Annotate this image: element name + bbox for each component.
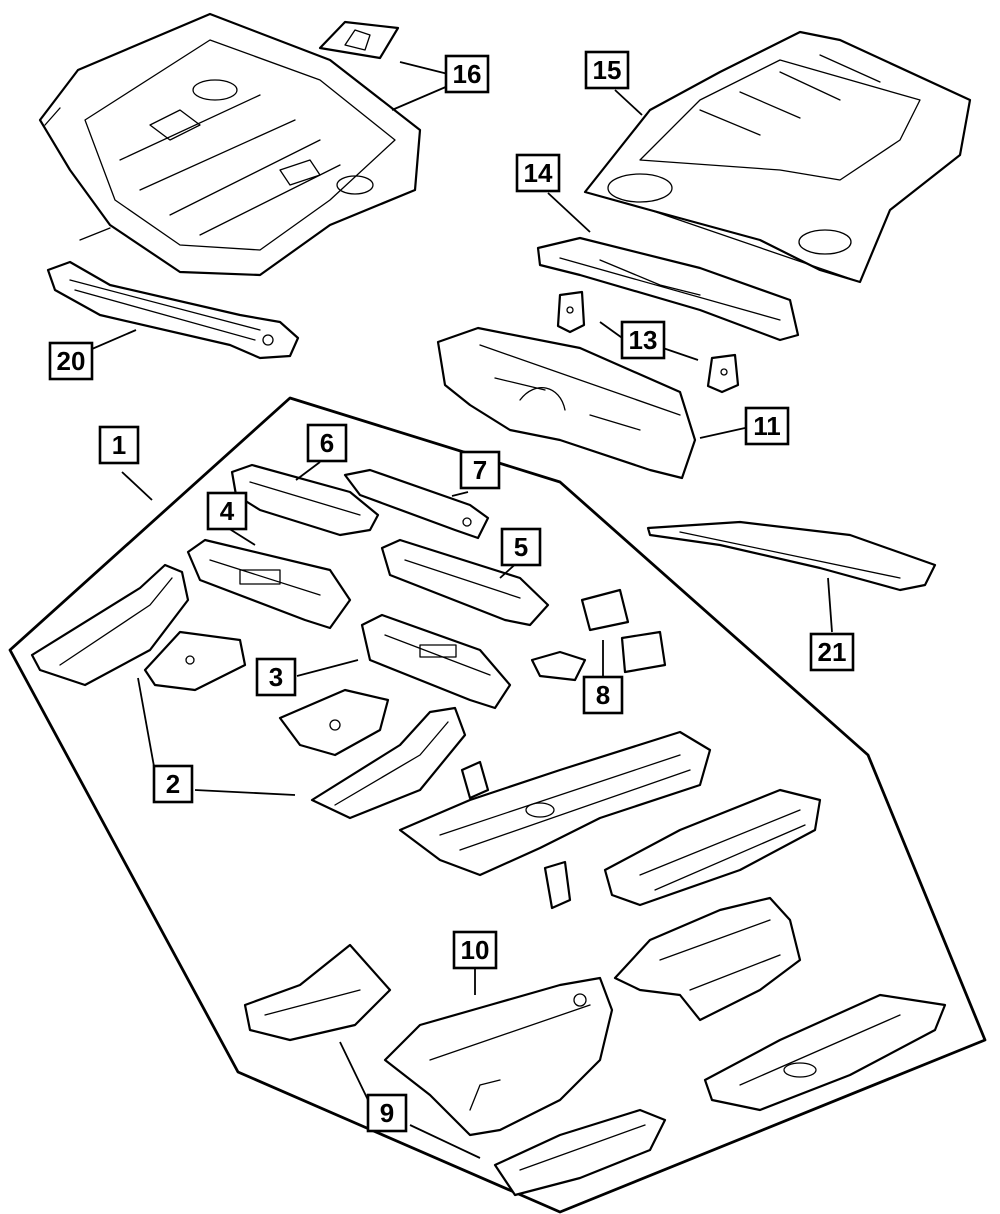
callout-21: 21 xyxy=(809,632,855,672)
callout-4: 4 xyxy=(206,491,248,531)
svg-text:6: 6 xyxy=(320,428,334,458)
callout-20: 20 xyxy=(48,341,94,381)
part-bracket-center xyxy=(278,688,390,757)
part-reinforcement-21 xyxy=(646,520,937,592)
part-floor-pan-rear-right xyxy=(703,993,947,1112)
part-crossmember-5 xyxy=(380,538,550,627)
svg-text:5: 5 xyxy=(514,532,528,562)
part-bracket-13b xyxy=(706,353,740,394)
callout-9: 9 xyxy=(366,1093,408,1133)
svg-text:8: 8 xyxy=(596,680,610,710)
callout-3: 3 xyxy=(255,657,297,697)
callout-15: 15 xyxy=(584,50,630,90)
callout-10: 10 xyxy=(452,930,498,970)
callout-7: 7 xyxy=(459,450,501,490)
part-side-rail-2b xyxy=(310,706,467,820)
part-floor-pan-10 xyxy=(383,976,614,1137)
svg-text:1: 1 xyxy=(112,430,126,460)
callout-5: 5 xyxy=(500,527,542,567)
part-crossmember-7 xyxy=(343,468,490,540)
svg-text:14: 14 xyxy=(524,158,553,188)
callout-13: 13 xyxy=(620,320,666,360)
part-rear-floor-pan xyxy=(38,12,422,277)
leader-lines xyxy=(84,61,833,1159)
part-crossmember-20 xyxy=(46,260,300,360)
svg-text:11: 11 xyxy=(753,411,781,441)
part-floor-plug xyxy=(318,20,400,60)
part-brackets-8 xyxy=(530,588,667,682)
callout-16: 16 xyxy=(444,54,490,94)
svg-text:20: 20 xyxy=(57,346,86,376)
callout-6: 6 xyxy=(306,423,348,463)
svg-text:16: 16 xyxy=(453,59,482,89)
svg-text:7: 7 xyxy=(473,455,487,485)
part-sill-9b xyxy=(493,1108,667,1197)
svg-text:10: 10 xyxy=(461,935,490,965)
svg-text:15: 15 xyxy=(593,55,622,85)
callout-14: 14 xyxy=(515,153,561,193)
callout-11: 11 xyxy=(744,406,790,446)
part-crossmember-14 xyxy=(536,236,800,342)
part-small-bracket xyxy=(460,760,490,800)
callout-2: 2 xyxy=(152,764,194,804)
assembly-boundary xyxy=(8,396,987,1214)
part-seat-support-11 xyxy=(436,326,697,480)
part-bracket-13a xyxy=(556,290,586,334)
callout-8: 8 xyxy=(582,675,624,715)
svg-text:2: 2 xyxy=(166,769,180,799)
part-rear-panel xyxy=(583,30,972,284)
svg-text:13: 13 xyxy=(629,325,658,355)
svg-text:9: 9 xyxy=(380,1098,394,1128)
part-side-rail-2a xyxy=(30,563,190,687)
part-small-bracket-b xyxy=(543,860,572,910)
callout-1: 1 xyxy=(98,425,140,465)
svg-text:21: 21 xyxy=(818,637,847,667)
part-tunnel xyxy=(613,896,802,1022)
part-crossmember-4 xyxy=(186,538,352,630)
svg-text:3: 3 xyxy=(269,662,283,692)
part-floor-pan-right xyxy=(603,788,822,907)
part-bracket-left xyxy=(143,630,247,692)
part-crossmember-3 xyxy=(360,613,512,710)
svg-text:4: 4 xyxy=(220,496,235,526)
part-front-floor-pan xyxy=(398,730,712,877)
part-sill-9a xyxy=(243,943,392,1042)
